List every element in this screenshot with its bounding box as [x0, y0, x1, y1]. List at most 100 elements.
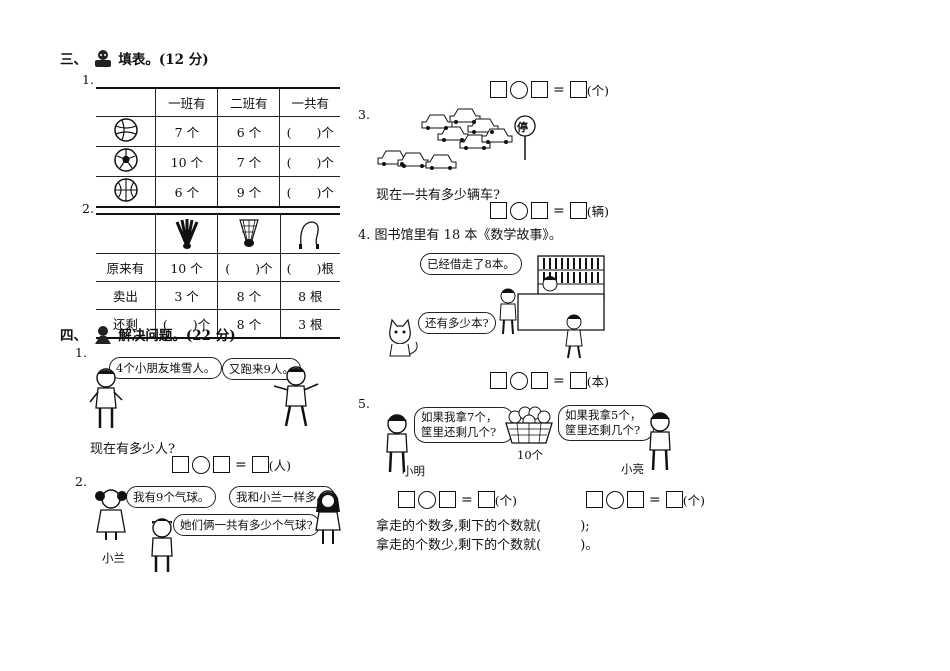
- equals-sign: =: [649, 491, 661, 508]
- answer-box[interactable]: [398, 491, 415, 508]
- answer-box[interactable]: [251, 456, 269, 473]
- answer-cell[interactable]: ( )根: [280, 253, 340, 282]
- unit-label: (个): [494, 493, 517, 508]
- equals-sign: =: [553, 81, 565, 98]
- table-cell: 6 个: [155, 176, 219, 208]
- row-label: 原来有: [96, 253, 156, 282]
- answer-box[interactable]: [531, 202, 548, 219]
- blank-header: [96, 213, 156, 254]
- apple-basket-icon: [503, 405, 555, 449]
- ball-count-table: 一班有 二班有 一共有 7 个 6 个 ( )个 10 个 7 个 ( )个 6…: [96, 87, 340, 208]
- name-label: 小兰: [102, 551, 125, 565]
- child-figure-left: [88, 366, 128, 436]
- basketball-icon: [96, 176, 157, 208]
- badminton-shuttlecock-icon: [217, 213, 281, 254]
- stop-sign: 停: [517, 121, 528, 134]
- table-cell: 10 个: [155, 146, 219, 177]
- table-cell: 8 根: [280, 281, 340, 310]
- name-label: 小亮: [621, 462, 644, 476]
- jump-rope-icon: [280, 213, 340, 254]
- fill-in-sentence[interactable]: 拿走的个数少,剩下的个数就( )。: [376, 538, 599, 553]
- header-cell: 一班有: [155, 87, 219, 117]
- row-label: 还剩: [96, 309, 156, 339]
- operator-circle[interactable]: [606, 490, 624, 509]
- unit-label: (本): [586, 374, 609, 389]
- header-cell: 一共有: [279, 87, 340, 117]
- answer-box[interactable]: [490, 372, 507, 389]
- equation-row-left: = (个): [398, 490, 517, 509]
- answer-box[interactable]: [569, 202, 587, 219]
- library-scene: [380, 250, 620, 366]
- answer-box[interactable]: [586, 491, 603, 508]
- boy-xiaoming-figure: [379, 412, 415, 480]
- section-3-heading: 三、 填表。(12 分): [60, 48, 209, 73]
- boy-xiaoliang-figure: [643, 410, 677, 478]
- operator-circle[interactable]: [418, 490, 436, 509]
- answer-cell[interactable]: ( )个: [279, 176, 340, 208]
- table-cell: 8 个: [217, 281, 281, 310]
- fill-in-sentence[interactable]: 拿走的个数多,剩下的个数就( );: [376, 519, 590, 534]
- table-cell: 6 个: [217, 116, 281, 147]
- answer-box[interactable]: [531, 372, 548, 389]
- unit-label: (个): [586, 83, 609, 98]
- section-4-heading: 四、 解决问题。(22 分): [60, 324, 236, 349]
- answer-cell[interactable]: ( )个: [279, 146, 340, 177]
- answer-box[interactable]: [665, 491, 683, 508]
- equals-sign: =: [553, 372, 565, 389]
- unit-label: (辆): [586, 204, 609, 219]
- girl-figure-right: [312, 488, 344, 550]
- answer-cell[interactable]: ( )个: [217, 253, 281, 282]
- header-cell: [96, 87, 157, 117]
- table-cell: 10 个: [155, 253, 219, 282]
- problem-question: 现在一共有多少辆车?: [376, 188, 500, 203]
- equals-sign: =: [461, 491, 473, 508]
- equation-row: = (辆): [490, 201, 609, 220]
- equation-row: = (人): [172, 455, 291, 474]
- table-cell: 3 根: [280, 309, 340, 339]
- child-figure-right: [270, 364, 322, 434]
- speech-bubble: 如果我拿5个，筐里还剩几个?: [558, 405, 654, 441]
- answer-box[interactable]: [490, 202, 507, 219]
- answer-cell[interactable]: ( )个: [279, 116, 340, 147]
- answer-cell[interactable]: ( )个: [155, 309, 219, 339]
- speech-bubble: 4个小朋友堆雪人。: [109, 357, 223, 379]
- answer-box[interactable]: [569, 372, 587, 389]
- answer-box[interactable]: [439, 491, 456, 508]
- speech-bubble: 已经借走了8本。: [420, 253, 522, 275]
- question-number: 5.: [358, 396, 370, 411]
- answer-box[interactable]: [213, 456, 230, 473]
- cars-parking-illustration: [376, 102, 546, 178]
- table-cell: 7 个: [155, 116, 219, 147]
- student-icon: [92, 49, 114, 73]
- unit-label: (个): [682, 493, 705, 508]
- equals-sign: =: [553, 202, 565, 219]
- question-number: 1.: [75, 345, 87, 360]
- speech-bubble: 如果我拿7个，筐里还剩几个?: [414, 407, 514, 443]
- speech-bubble: 我和小兰一样多。: [229, 486, 335, 508]
- table-cell: 7 个: [217, 146, 281, 177]
- speech-bubble: 又跑来9人。: [222, 358, 301, 380]
- operator-circle[interactable]: [510, 371, 528, 390]
- basket-label: 10个: [517, 448, 544, 462]
- answer-box[interactable]: [569, 81, 587, 98]
- operator-circle[interactable]: [510, 80, 528, 99]
- table-cell: 8 个: [217, 309, 281, 339]
- operator-circle[interactable]: [192, 455, 210, 474]
- operator-circle[interactable]: [510, 201, 528, 220]
- speech-bubble: 我有9个气球。: [126, 486, 217, 508]
- answer-box[interactable]: [627, 491, 644, 508]
- girl-figure: [93, 486, 129, 546]
- unit-label: (人): [268, 458, 291, 473]
- section-number: 三、: [60, 52, 87, 68]
- section-title: 填表。(12 分): [118, 52, 209, 68]
- equals-sign: =: [235, 456, 247, 473]
- answer-box[interactable]: [490, 81, 507, 98]
- volleyball-icon: [96, 116, 157, 147]
- answer-box[interactable]: [172, 456, 189, 473]
- equation-row-top: = (个): [490, 80, 609, 99]
- table-cell: 3 个: [155, 281, 219, 310]
- answer-box[interactable]: [477, 491, 495, 508]
- speech-bubble: 她们俩一共有多少个气球?: [173, 514, 320, 536]
- answer-box[interactable]: [531, 81, 548, 98]
- question-number: 3.: [358, 107, 370, 122]
